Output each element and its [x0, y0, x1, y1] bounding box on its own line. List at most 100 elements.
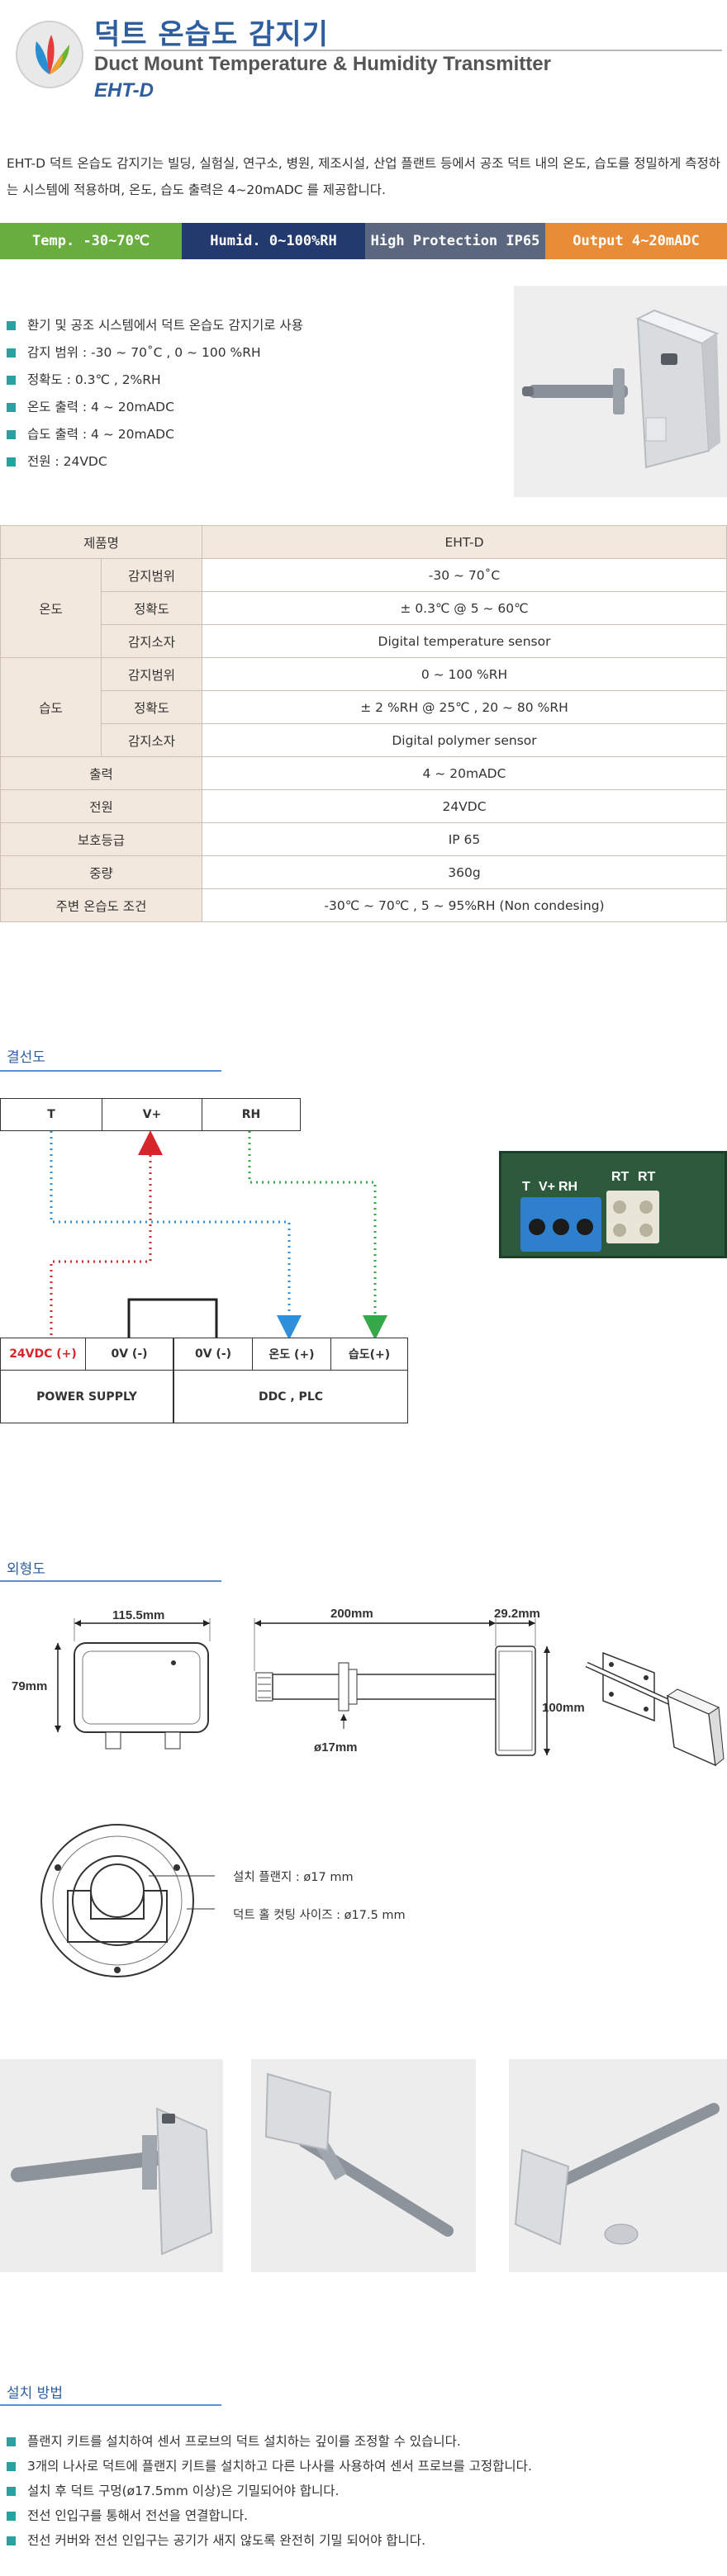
table-row: 정확도 ± 0.3℃ @ 5 ~ 60℃ — [1, 591, 727, 625]
list-item: 3개의 나사로 덕트에 플랜지 키트를 설치하고 다른 나사를 사용하여 센서 … — [7, 2454, 532, 2479]
install-photo — [251, 2059, 476, 2272]
bullet-icon — [7, 348, 16, 358]
table-cell-label: 감지소자 — [101, 723, 202, 757]
install-photo — [509, 2059, 727, 2272]
outline-title-underline — [0, 1580, 221, 1582]
ddc-temp-cell: 온도 (+) — [252, 1338, 331, 1371]
table-cell-value: EHT-D — [202, 525, 727, 559]
spec-output-badge: Output 4~20mADC — [545, 223, 727, 259]
dim-probe-length: 200mm — [330, 1607, 373, 1621]
bullet-icon — [7, 457, 16, 466]
dim-head-height: 100mm — [542, 1701, 585, 1715]
table-group-humidity: 습도 — [0, 657, 102, 757]
wiring-lines — [50, 1131, 387, 1338]
intro-text: EHT-D 덕트 온습도 감지기는 빌딩, 실험실, 연구소, 병원, 제조시설… — [7, 156, 721, 197]
table-cell-value: Digital temperature sensor — [202, 624, 727, 658]
power-supply-label: POWER SUPPLY — [36, 1390, 137, 1404]
feature-text: 감지 범위 : -30 ~ 70˚C , 0 ~ 100 %RH — [27, 345, 261, 360]
pcb-terminal-image: T V+ RH RT RT — [499, 1151, 727, 1258]
table-row: 전원 24VDC — [0, 789, 727, 823]
install-title-underline — [0, 2404, 221, 2406]
list-item: 환기 및 공조 시스템에서 덕트 온습도 감지기로 사용 — [7, 312, 303, 339]
side-view-drawing — [254, 1618, 550, 1756]
table-cell-label: 정확도 — [101, 690, 202, 724]
table-row: 정확도 ± 2 %RH @ 25℃ , 20 ~ 80 %RH — [1, 690, 727, 724]
flange-drawing — [40, 1824, 215, 1977]
table-cell-value: IP 65 — [202, 822, 727, 856]
feature-text: 환기 및 공조 시스템에서 덕트 온습도 감지기로 사용 — [27, 318, 303, 333]
ddc-humid-cell: 습도(+) — [330, 1338, 408, 1371]
install-step-text: 플랜지 키트를 설치하여 센서 프로브의 덕트 설치하는 깊이를 조정할 수 있… — [27, 2434, 461, 2449]
list-item: 습도 출력 : 4 ~ 20mADC — [7, 421, 303, 448]
table-cell-value: ± 2 %RH @ 25℃ , 20 ~ 80 %RH — [202, 690, 727, 724]
table-row: 감지소자 Digital temperature sensor — [1, 624, 727, 658]
install-step-text: 전선 커버와 전선 인입구는 공기가 새지 않도록 완전히 기밀 되어야 합니다… — [27, 2533, 425, 2548]
table-cell-value: -30 ~ 70˚C — [202, 558, 727, 592]
table-row: 감지소자 Digital polymer sensor — [1, 723, 727, 757]
pcb-label: V+ — [539, 1180, 555, 1194]
bullet-icon — [7, 430, 16, 439]
table-cell-label: 보호등급 — [0, 822, 202, 856]
terminal-t: T — [0, 1098, 102, 1131]
bullet-icon — [7, 2486, 16, 2496]
table-cell-value: ± 0.3℃ @ 5 ~ 60℃ — [202, 591, 727, 625]
wiring-title-underline — [0, 1070, 221, 1072]
page-title: 덕트 온습도 감지기 — [94, 18, 329, 51]
flange-size-label: 설치 플랜지 : ø17 mm — [233, 1871, 354, 1884]
bullet-icon — [7, 2536, 16, 2545]
bullet-icon — [7, 2461, 16, 2471]
feature-text: 정확도 : 0.3℃ , 2%RH — [27, 372, 161, 387]
table-row: 보호등급 IP 65 — [0, 822, 727, 856]
brand-logo — [16, 21, 83, 88]
install-step-text: 전선 인입구를 통해서 전선을 연결합니다. — [27, 2508, 249, 2523]
hole-size-label: 덕트 홀 컷팅 사이즈 : ø17.5 mm — [233, 1909, 406, 1922]
table-row: 제품명 EHT-D — [0, 525, 727, 559]
table-row: 습도 감지범위 0 ~ 100 %RH — [0, 657, 727, 757]
bullet-icon — [7, 403, 16, 412]
pcb-label: T — [522, 1180, 530, 1194]
ddc-label: DDC , PLC — [258, 1390, 324, 1404]
table-cell-value: Digital polymer sensor — [202, 723, 727, 757]
table-cell-label: 제품명 — [0, 525, 202, 559]
feature-text: 전원 : 24VDC — [27, 454, 107, 469]
table-cell-value: 4 ~ 20mADC — [202, 756, 727, 790]
model-name: EHT-D — [94, 79, 154, 102]
table-cell-value: 360g — [202, 855, 727, 889]
pcb-label: RT — [638, 1170, 656, 1184]
list-item: 온도 출력 : 4 ~ 20mADC — [7, 394, 303, 421]
list-item: 감지 범위 : -30 ~ 70˚C , 0 ~ 100 %RH — [7, 339, 303, 367]
title-divider — [94, 50, 722, 51]
table-cell-value: 0 ~ 100 %RH — [202, 657, 727, 691]
spec-table: 제품명 EHT-D 온도 감지범위 -30 ~ 70˚C 정확도 ± 0.3℃ … — [0, 525, 727, 922]
terminal-v-plus: V+ — [102, 1098, 202, 1131]
spec-temp-badge: Temp. -30~70℃ — [0, 223, 182, 259]
table-cell-label: 주변 온습도 조건 — [0, 888, 202, 922]
power-0v-cell: 0V (-) — [85, 1338, 173, 1371]
iso-view-drawing — [585, 1651, 725, 1767]
product-image — [514, 286, 727, 497]
table-row: 온도 감지범위 -30 ~ 70˚C — [0, 558, 727, 658]
dim-head-depth: 29.2mm — [494, 1607, 540, 1621]
dim-front-width: 115.5mm — [112, 1608, 165, 1622]
table-cell-value: 24VDC — [202, 789, 727, 823]
front-view-drawing — [55, 1618, 211, 1750]
bullet-icon — [7, 2511, 16, 2521]
spec-humid-badge: Humid. 0~100%RH — [182, 223, 365, 259]
bullet-icon — [7, 321, 16, 330]
table-cell-label: 정확도 — [101, 591, 202, 625]
spec-protection-badge: High Protection IP65 — [365, 223, 545, 259]
feature-list: 환기 및 공조 시스템에서 덕트 온습도 감지기로 사용 감지 범위 : -30… — [7, 312, 303, 476]
list-item: 설치 후 덕트 구멍(ø17.5mm 이상)은 기밀되어야 합니다. — [7, 2479, 532, 2503]
bullet-icon — [7, 2436, 16, 2446]
pcb-label: RH — [558, 1180, 577, 1194]
install-photo — [0, 2059, 223, 2272]
table-group-temp: 온도 — [0, 558, 102, 658]
table-cell-label: 전원 — [0, 789, 202, 823]
power-24vdc-cell: 24VDC (+) — [0, 1338, 86, 1371]
list-item: 전원 : 24VDC — [7, 448, 303, 476]
ddc-0v-cell: 0V (-) — [173, 1338, 253, 1371]
table-row: 중량 360g — [0, 855, 727, 889]
dim-front-height: 79mm — [12, 1679, 48, 1693]
table-row: 출력 4 ~ 20mADC — [0, 756, 727, 790]
table-cell-label: 감지범위 — [101, 657, 202, 691]
